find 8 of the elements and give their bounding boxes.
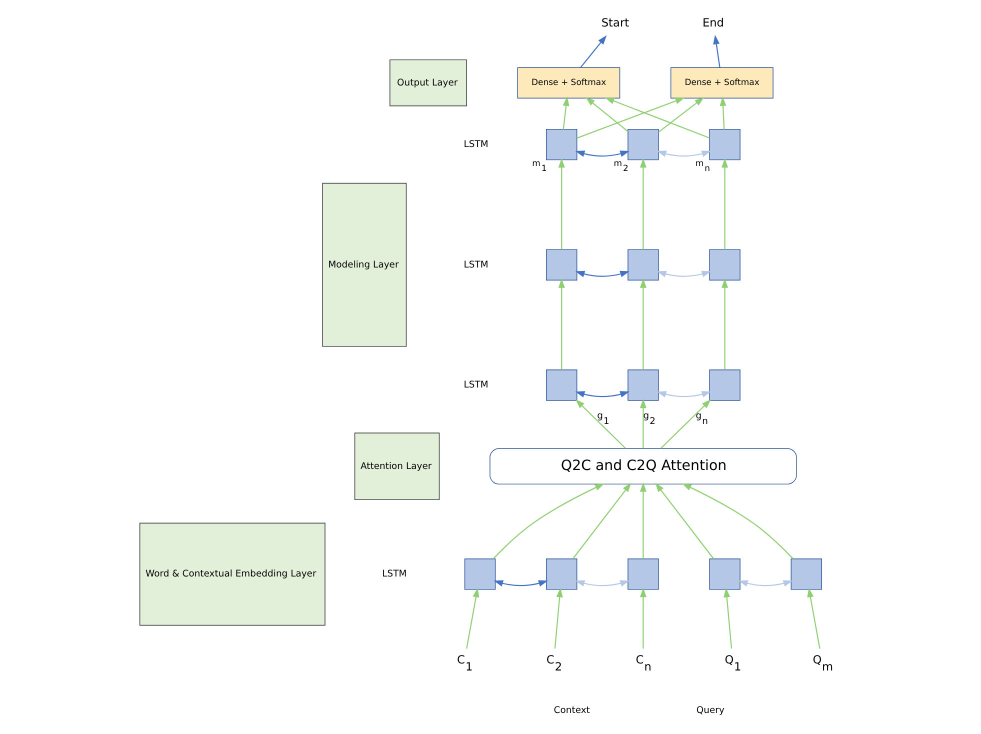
label: LSTM <box>464 138 488 150</box>
label: Query <box>696 704 724 716</box>
label: LSTM <box>464 380 488 391</box>
node-text: End <box>702 15 724 30</box>
label: Context <box>554 704 590 716</box>
label: LSTM <box>464 259 488 270</box>
node-text: Start <box>601 15 630 30</box>
label: LSTM <box>382 568 407 580</box>
